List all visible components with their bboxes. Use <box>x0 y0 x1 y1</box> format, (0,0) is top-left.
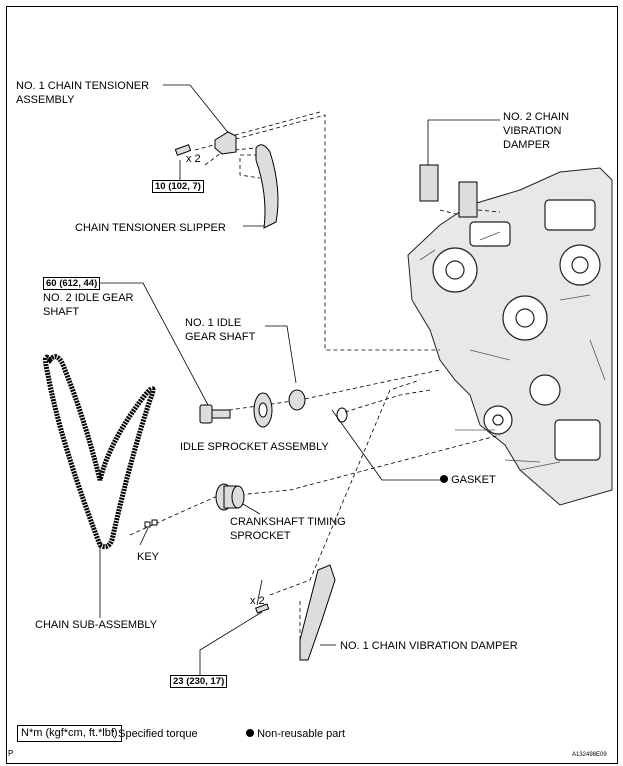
legend-torque-text: : Specified torque <box>112 728 198 740</box>
page-mark: P <box>8 749 14 758</box>
chain-tensioner-slipper <box>255 144 279 229</box>
idle-sprocket <box>253 392 273 428</box>
label-chain-tensioner-slipper: CHAIN TENSIONER SLIPPER <box>75 222 226 234</box>
figure-code: A132498E09 <box>572 752 607 758</box>
label-chain-sub-assembly: CHAIN SUB-ASSEMBLY <box>35 619 158 631</box>
no1-chain-vibration-damper <box>299 564 336 661</box>
damper-bolt <box>255 603 270 614</box>
legend-non-reusable: Non-reusable part <box>246 727 345 741</box>
legend-torque-units: N*m (kgf*cm, ft.*lbf) <box>17 725 122 742</box>
timing-chain <box>42 354 156 550</box>
no2-damper-a <box>419 164 439 202</box>
torque-tensioner: 10 (102, 7) <box>152 180 204 193</box>
no1-idle-gear-shaft <box>288 389 306 411</box>
crankshaft-sprocket <box>215 483 245 511</box>
label-idle-sprocket-assembly: IDLE SPROCKET ASSEMBLY <box>180 441 329 453</box>
label-damper-qty: x 2 <box>250 595 265 607</box>
torque-no1-damper: 23 (230, 17) <box>170 675 228 688</box>
no2-damper-b <box>458 181 478 218</box>
label-tensioner-qty: x 2 <box>186 153 201 165</box>
engine-gears <box>432 199 601 461</box>
gasket-ring <box>336 407 348 423</box>
label-key: KEY <box>137 551 160 563</box>
non-reusable-dot-icon <box>440 475 448 483</box>
chain-tensioner <box>174 131 237 156</box>
non-reusable-dot-icon <box>246 729 254 737</box>
alignment-lines <box>129 111 501 640</box>
torque-no2-idle-gear-shaft: 60 (612, 44) <box>43 277 101 290</box>
label-no1-chain-vibration-damper: NO. 1 CHAIN VIBRATION DAMPER <box>340 640 518 652</box>
label-gasket: GASKET <box>440 473 496 487</box>
no2-idle-gear-shaft <box>199 404 231 424</box>
leader-lines <box>89 84 500 680</box>
diagram-frame <box>6 6 618 764</box>
keys <box>144 519 158 528</box>
